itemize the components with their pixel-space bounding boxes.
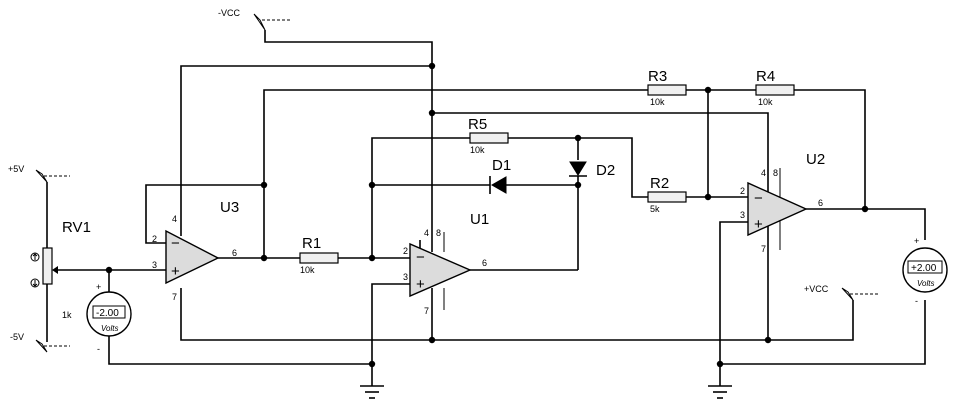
potentiometer-rv1: RV1 1k bbox=[30, 219, 91, 320]
resistor-r3: R3 10k bbox=[647, 68, 687, 107]
junction-dot bbox=[368, 360, 376, 368]
pin-label: 3 bbox=[403, 272, 408, 282]
meter-plus: + bbox=[914, 236, 919, 246]
junction-dot bbox=[260, 181, 268, 189]
resistor-name: R2 bbox=[650, 175, 669, 192]
opamp-name: U1 bbox=[470, 211, 489, 228]
junction-dot bbox=[574, 181, 582, 189]
meter-reading: +2.00 bbox=[911, 263, 937, 274]
pin-label: 2 bbox=[403, 246, 408, 256]
pin-label: 4 bbox=[424, 228, 429, 238]
resistor-name: R3 bbox=[648, 68, 667, 85]
plus-sign: + bbox=[416, 276, 425, 293]
meter-reading: -2.00 bbox=[96, 308, 119, 319]
junction-dot bbox=[428, 62, 436, 70]
power-label: -5V bbox=[10, 332, 24, 342]
pin-label: 8 bbox=[773, 168, 778, 178]
resistor-value: 10k bbox=[470, 145, 485, 155]
diode-d2: D2 bbox=[569, 161, 615, 179]
power-label: -VCC bbox=[218, 8, 240, 18]
minus-sign: − bbox=[416, 249, 425, 266]
meter-minus: - bbox=[915, 296, 918, 306]
junction-dot bbox=[260, 254, 268, 262]
diode-name: D1 bbox=[492, 157, 511, 174]
power-label: +5V bbox=[8, 164, 24, 174]
junction-dot bbox=[574, 134, 582, 142]
power-terminal-icon bbox=[35, 339, 48, 353]
pin-label: 4 bbox=[761, 168, 766, 178]
junction-dot bbox=[105, 266, 113, 274]
power-terminal-neg5: -5V bbox=[10, 332, 70, 353]
diode-name: D2 bbox=[596, 162, 615, 179]
junction-dot bbox=[704, 86, 712, 94]
arrow-up-icon bbox=[30, 252, 40, 262]
resistor-r1: R1 10k bbox=[299, 235, 339, 275]
opamp-u3: − + U3 2 3 6 4 7 bbox=[152, 199, 239, 302]
resistor-value: 10k bbox=[300, 265, 315, 275]
power-terminal-icon bbox=[253, 13, 266, 31]
opamp-u1: − + U1 2 3 6 4 8 7 bbox=[403, 211, 489, 316]
meter-minus: - bbox=[97, 344, 100, 354]
resistor-name: R4 bbox=[756, 68, 775, 85]
junction-dot bbox=[368, 254, 376, 262]
pin-label: 6 bbox=[818, 198, 823, 208]
pot-name: RV1 bbox=[62, 219, 91, 236]
junctions bbox=[105, 62, 869, 368]
ground-icon bbox=[360, 380, 384, 399]
pin-label: 7 bbox=[424, 306, 429, 316]
pin-label: 4 bbox=[172, 214, 177, 224]
pin-label: 3 bbox=[740, 210, 745, 220]
pin-label: 7 bbox=[172, 292, 177, 302]
resistor-r4: R4 10k bbox=[755, 68, 795, 107]
wires bbox=[46, 30, 926, 380]
resistor-name: R5 bbox=[468, 116, 487, 133]
power-terminal-pos-vcc: +VCC bbox=[804, 284, 878, 301]
pin-label: 6 bbox=[482, 258, 487, 268]
resistor-r2: R2 5k bbox=[647, 175, 687, 214]
power-terminal-icon bbox=[841, 287, 854, 301]
arrow-down-icon bbox=[30, 278, 40, 288]
diode-d1: D1 bbox=[489, 157, 511, 194]
power-terminal-icon bbox=[35, 169, 48, 183]
meter-plus: + bbox=[96, 282, 101, 292]
junction-dot bbox=[764, 336, 772, 344]
pin-label: 8 bbox=[436, 228, 441, 238]
power-label: +VCC bbox=[804, 284, 829, 294]
pin-label: 6 bbox=[232, 248, 237, 258]
voltmeter-left: -2.00 Volts + - bbox=[86, 282, 132, 354]
power-terminal-neg-vcc: -VCC bbox=[218, 8, 290, 31]
pot-value: 1k bbox=[62, 310, 72, 320]
resistor-value: 5k bbox=[650, 204, 660, 214]
opamp-name: U2 bbox=[806, 151, 825, 168]
junction-dot bbox=[704, 193, 712, 201]
plus-sign: + bbox=[171, 263, 180, 280]
junction-dot bbox=[428, 336, 436, 344]
ground-icon bbox=[708, 380, 732, 399]
voltmeter-right: +2.00 Volts + - bbox=[902, 236, 948, 306]
resistor-name: R1 bbox=[302, 235, 321, 252]
resistor-r5: R5 10k bbox=[468, 116, 509, 155]
pin-label: 7 bbox=[761, 244, 766, 254]
pin-label: 3 bbox=[152, 260, 157, 270]
junction-dot bbox=[368, 181, 376, 189]
pin-label: 2 bbox=[152, 234, 157, 244]
opamp-u2: − + U2 2 3 6 4 8 7 bbox=[740, 151, 825, 254]
power-terminal-pos5: +5V bbox=[8, 164, 70, 183]
meter-unit: Volts bbox=[917, 279, 935, 288]
resistor-value: 10k bbox=[650, 97, 665, 107]
plus-sign: + bbox=[754, 216, 763, 233]
minus-sign: − bbox=[171, 235, 180, 252]
pin-label: 2 bbox=[740, 186, 745, 196]
junction-dot bbox=[861, 205, 869, 213]
minus-sign: − bbox=[754, 190, 763, 207]
junction-dot bbox=[428, 109, 436, 117]
junction-dot bbox=[716, 360, 724, 368]
resistor-value: 10k bbox=[758, 97, 773, 107]
meter-unit: Volts bbox=[101, 324, 119, 333]
opamp-name: U3 bbox=[220, 199, 239, 216]
